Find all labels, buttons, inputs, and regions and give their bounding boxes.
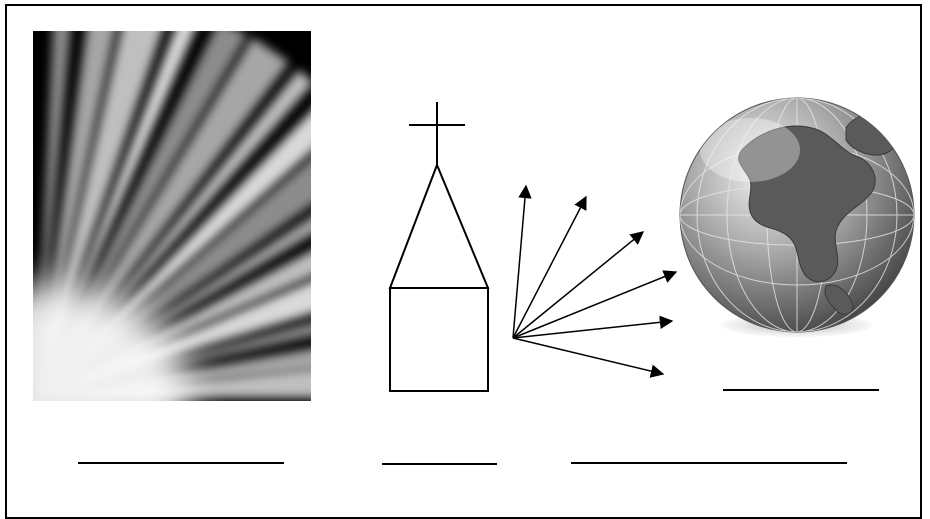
arrow	[513, 338, 663, 374]
arrow	[513, 232, 643, 338]
light-rays-image	[0, 0, 457, 505]
earth-globe-icon	[680, 98, 914, 332]
globe-image	[680, 98, 914, 337]
church-image	[390, 102, 488, 391]
spreading-arrows-image	[513, 186, 676, 374]
arrows-spreading-out-icon	[513, 186, 676, 374]
arrow	[513, 272, 676, 338]
church-with-cross-icon	[390, 102, 488, 391]
arrow	[513, 321, 672, 338]
